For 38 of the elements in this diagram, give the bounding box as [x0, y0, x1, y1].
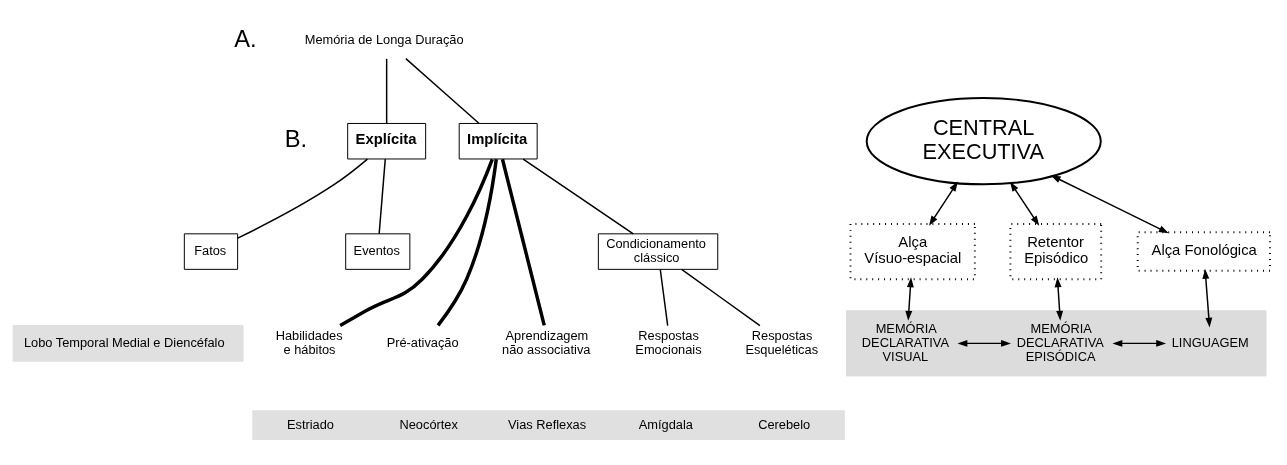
connector — [339, 158, 494, 327]
node-text: Memória de Longa Duração — [304, 31, 464, 47]
arrow — [929, 181, 958, 226]
connector — [659, 268, 669, 326]
connector — [680, 268, 761, 326]
node-text: LINGUAGEM — [1171, 334, 1249, 350]
node-box: Retentor Episódico — [1009, 222, 1103, 280]
connector — [385, 57, 388, 124]
node-text: MEMÓRIA DECLARATIVA VISUAL — [861, 320, 949, 364]
node-box: Condicionamento clássico — [597, 232, 719, 270]
node-text: Pré-ativação — [386, 334, 459, 350]
connector — [522, 157, 634, 235]
node-text: Respostas Emocionais — [635, 327, 702, 357]
arrow — [957, 339, 1011, 347]
connector — [436, 158, 498, 326]
node-box: Fatos — [183, 232, 239, 270]
node-box: Alça Fonológica — [1136, 230, 1271, 272]
node-box: Eventos — [345, 232, 411, 270]
node-box: Lobo Temporal Medial e Diencéfalo — [12, 324, 244, 362]
connector — [237, 157, 369, 239]
node-text: Habilidades e hábitos — [275, 327, 343, 357]
label: A. — [234, 25, 257, 52]
connector — [500, 158, 546, 326]
label: B. — [284, 125, 308, 152]
node-text: Aprendizagem não associativa — [502, 327, 591, 357]
node-box: Implícita — [458, 122, 538, 159]
node-box: Alça Vísuo-espacial — [849, 222, 976, 280]
connector — [378, 157, 386, 235]
arrow — [1009, 181, 1040, 226]
arrow — [905, 276, 914, 321]
arrow — [1054, 276, 1064, 321]
node-box: Explícita — [347, 122, 427, 159]
node-text: Respostas Esqueléticas — [745, 327, 819, 357]
arrow — [1202, 268, 1213, 328]
arrow — [1112, 339, 1167, 347]
arrow — [1050, 174, 1169, 233]
connector — [405, 57, 480, 124]
node-text: MEMÓRIA DECLARATIVA EPISÓDICA — [1016, 320, 1104, 364]
